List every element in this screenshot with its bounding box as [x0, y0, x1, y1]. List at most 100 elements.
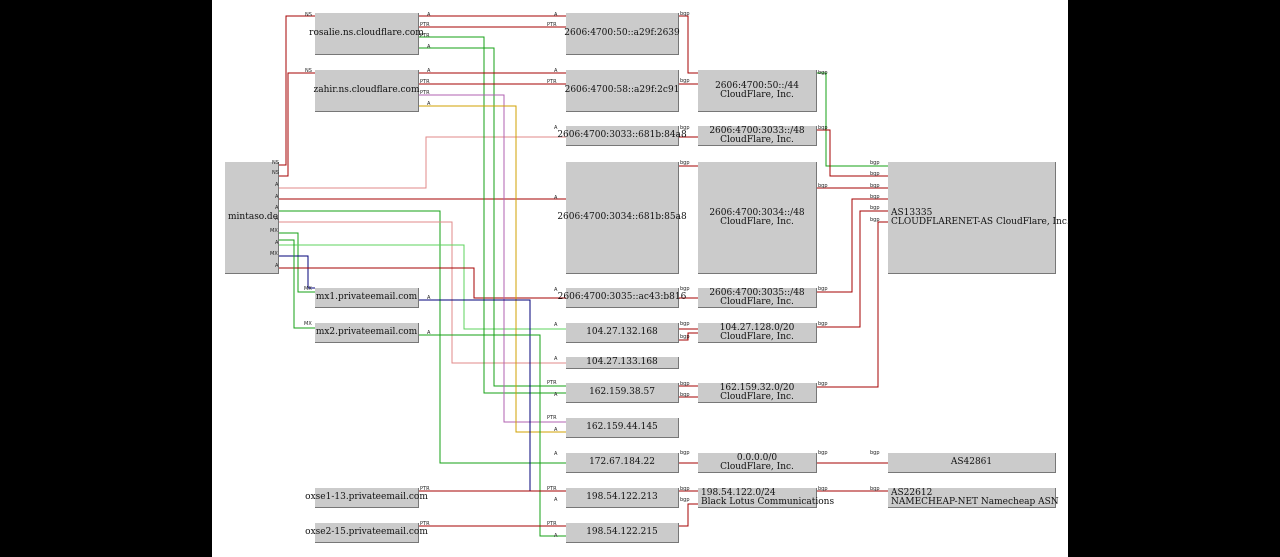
node-label: 104.27.132.168 — [586, 327, 658, 337]
edge-label-bgp: bgp — [680, 450, 690, 456]
node-label: 162.159.44.145 — [586, 422, 658, 432]
node-label: 172.67.184.22 — [589, 457, 655, 467]
edge-label-ptr: PTR — [420, 22, 430, 28]
edge-label-ptr: PTR — [547, 79, 557, 85]
edge-a-4 — [279, 221, 566, 364]
edge-label-a: A — [554, 533, 558, 539]
node-ns-1[interactable]: rosalie.ns.cloudflare.com — [309, 13, 424, 55]
edge-label-bgp: bgp — [818, 486, 828, 492]
node-label: 2606:4700:3033::681b:84a8 — [557, 130, 687, 140]
node-ip-9[interactable]: 162.159.44.145 — [566, 418, 679, 438]
node-label: 2606:4700:3035::ac43:b816 — [557, 292, 687, 302]
edge-label-ptr: PTR — [547, 22, 557, 28]
node-label: zahir.ns.cloudflare.com — [313, 85, 420, 95]
node-ip-10[interactable]: 172.67.184.22 — [566, 453, 679, 473]
edge-label-ns: NS — [272, 170, 279, 176]
edge-layer — [279, 15, 888, 537]
edge-label-a: A — [427, 68, 431, 74]
node-label: oxse1-13.privateemail.com — [305, 492, 428, 502]
node-mx-2[interactable]: mx2.privateemail.com — [315, 323, 419, 343]
node-ip-7[interactable]: 104.27.133.168 — [566, 357, 679, 369]
node-ip-12[interactable]: 198.54.122.215 — [566, 523, 679, 543]
prefix-net: 2606:4700:3033::/48 — [709, 125, 805, 136]
prefix-net: 198.54.122.0/24 — [701, 487, 776, 498]
node-domain[interactable]: mintaso.de — [225, 162, 279, 274]
edge-ns-2 — [279, 72, 315, 177]
prefix-net: 2606:4700:3034::/48 — [709, 207, 805, 218]
edge-label-ptr: PTR — [547, 415, 557, 421]
node-ip-11[interactable]: 198.54.122.213 — [566, 488, 679, 508]
prefix-org: CloudFlare, Inc. — [720, 296, 794, 307]
asn-number: AS13335 — [891, 207, 933, 218]
node-ip-8[interactable]: 162.159.38.57 — [566, 383, 679, 403]
node-asn-2[interactable]: AS42861 — [888, 453, 1056, 473]
edge-bgp-12 — [679, 503, 698, 527]
edge-ns2-a2 — [419, 105, 566, 433]
edge-label-mx: MX — [270, 228, 278, 234]
node-ip-2[interactable]: 2606:4700:58::a29f:2c91 — [565, 70, 679, 112]
node-oxs-2[interactable]: oxse2-15.privateemail.com — [305, 523, 428, 543]
node-ip-1[interactable]: 2606:4700:50::a29f:2639 — [564, 13, 680, 55]
edge-label-ptr: PTR — [420, 33, 430, 39]
node-label: 2606:4700:3034::681b:85a8 — [557, 212, 687, 222]
node-label: mx1.privateemail.com — [315, 292, 418, 302]
edge-a-1 — [279, 136, 566, 189]
edge-label-ns: NS — [272, 160, 279, 166]
node-label: rosalie.ns.cloudflare.com — [309, 28, 424, 38]
node-ip-4[interactable]: 2606:4700:3034::681b:85a8 — [557, 162, 687, 274]
edge-label-a: A — [427, 101, 431, 107]
edge-label-a: A — [554, 68, 558, 74]
edge-label-mx: MX — [270, 251, 278, 257]
edge-ns2-ptr2 — [419, 94, 566, 423]
node-ip-5[interactable]: 2606:4700:3035::ac43:b816 — [558, 288, 686, 308]
edge-label-bgp: bgp — [818, 183, 828, 189]
edge-label-ptr: PTR — [547, 486, 557, 492]
node-ip-6[interactable]: 104.27.132.168 — [566, 323, 679, 343]
edge-label-bgp: bgp — [680, 11, 690, 17]
edge-label-a: A — [554, 356, 558, 362]
edge-label-ptr: PTR — [420, 79, 430, 85]
asn-number: AS22612 — [891, 487, 933, 498]
edge-label-a: A — [427, 44, 431, 50]
node-ns-2[interactable]: zahir.ns.cloudflare.com — [313, 70, 420, 112]
edge-label-bgp: bgp — [680, 125, 690, 131]
node-label: 162.159.38.57 — [589, 387, 655, 397]
asn-number: AS42861 — [950, 457, 993, 467]
edge-label-ptr: PTR — [420, 486, 430, 492]
edge-label-ptr: PTR — [547, 380, 557, 386]
edge-label-bgp: bgp — [818, 70, 828, 76]
prefix-org: CloudFlare, Inc. — [720, 134, 794, 145]
edge-bgp-1 — [679, 15, 698, 74]
node-oxs-1[interactable]: oxse1-13.privateemail.com — [305, 488, 428, 508]
edge-a-3 — [279, 210, 566, 464]
edge-label-ns: NS — [305, 12, 312, 18]
edge-label-mx: MX — [304, 286, 312, 292]
edge-label-bgp: bgp — [818, 125, 828, 131]
prefix-net: 104.27.128.0/20 — [719, 322, 795, 333]
edge-label-bgp: bgp — [818, 381, 828, 387]
prefix-net: 162.159.32.0/20 — [719, 382, 795, 393]
edge-label-ptr: PTR — [420, 90, 430, 96]
edge-label-a: A — [275, 205, 279, 211]
node-ip-3[interactable]: 2606:4700:3033::681b:84a8 — [557, 126, 687, 146]
node-mx-1[interactable]: mx1.privateemail.com — [315, 288, 419, 308]
edge-label-a: A — [554, 322, 558, 328]
edge-label-a: A — [554, 451, 558, 457]
edge-label-bgp: bgp — [680, 334, 690, 340]
edge-label-a: A — [275, 216, 279, 222]
edge-mx-1b — [279, 255, 315, 289]
edge-label-a: A — [554, 427, 558, 433]
edge-label-a: A — [275, 263, 279, 269]
edge-mx-2 — [279, 239, 315, 329]
edge-label-a: A — [275, 194, 279, 200]
